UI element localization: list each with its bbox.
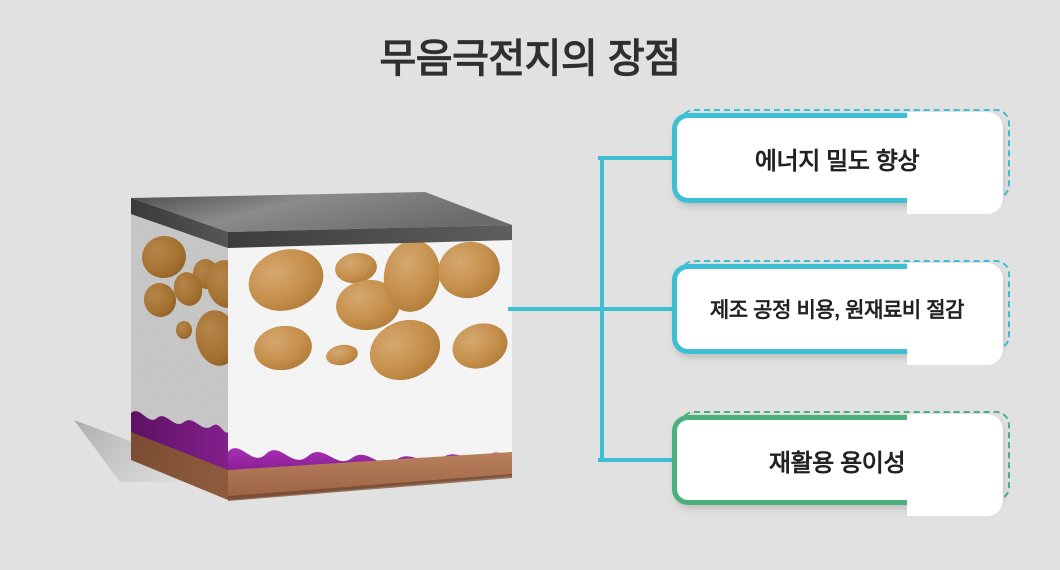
callout-right-mask (907, 414, 1003, 516)
cube-front-face (228, 225, 512, 478)
callout-label: 재활용 용이성 (768, 449, 906, 477)
lithium-particles-front (248, 240, 508, 381)
callout-label: 제조 공정 비용, 원재료비 절감 (709, 299, 965, 322)
callout-recyclability[interactable]: 재활용 용이성 (672, 411, 1010, 516)
callout-energy-density[interactable]: 에너지 밀도 향상 (672, 109, 1010, 214)
callout-panel: 제조 공정 비용, 원재료비 절감 (672, 263, 1003, 365)
page-title: 무음극전지의 장점 (379, 37, 681, 81)
callout-right-mask (907, 263, 1003, 365)
top-current-collector (131, 192, 512, 248)
cube-left-face (131, 198, 228, 478)
callout-cost-reduction[interactable]: 제조 공정 비용, 원재료비 절감 (672, 260, 1010, 365)
copper-current-collector (131, 432, 512, 501)
callout-panel: 에너지 밀도 향상 (672, 112, 1003, 214)
battery-cube-illustration (60, 170, 560, 530)
callout-panel: 재활용 용이성 (672, 414, 1003, 516)
callout-right-mask (907, 112, 1003, 214)
lithium-particles-left (142, 235, 228, 366)
callout-label: 에너지 밀도 향상 (754, 147, 920, 175)
